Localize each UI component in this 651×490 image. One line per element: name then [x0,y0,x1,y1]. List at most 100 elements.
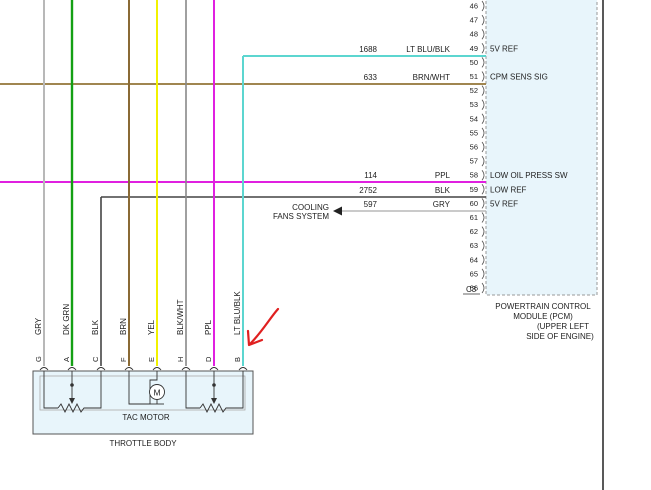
throttle-body-pin-letter: H [176,357,185,362]
pcm-pin-bracket [481,169,485,181]
throttle-body-pin-letter: A [62,357,71,362]
left-pot-junction [70,383,74,387]
throttle-body-pin-bracket [181,367,191,371]
pcm-pin-number: 53 [470,100,478,109]
pcm-pin-number: 49 [470,44,478,53]
circuit-number-51: 633 [364,73,378,82]
pcm-pin-number: 56 [470,143,478,152]
pcm-label-line-2: MODULE (PCM) [513,312,573,321]
circuit-number-49: 1688 [359,45,377,54]
pcm-pin-bracket [481,240,485,251]
pcm-pin-bracket [481,155,485,167]
right-pot-junction [212,383,216,387]
left-pot-wiper-arrow [69,398,75,404]
pcm-pin-bracket [481,113,485,125]
tac-motor-label: TAC MOTOR [122,413,169,422]
pcm-pin-number: 50 [470,58,478,67]
pcm-box [485,0,598,296]
cooling-fans-label-line-1: COOLING [292,203,329,212]
pcm-label-line-3: (UPPER LEFT [537,322,589,331]
right-pot-wiper-arrow [211,398,217,404]
tac-motor-inner-box [39,375,246,411]
pcm-pin-bracket [481,127,485,139]
pcm-pin-number: 52 [470,86,478,95]
left-pot-frame [43,371,102,409]
throttle-body-pin-bracket [152,367,162,371]
wire-color-49: LT BLU/BLK [406,45,450,54]
throttle-body-pin-letter: G [34,356,43,362]
pcm-pin-bracket [481,43,485,54]
pcm-pin-bracket [481,226,485,237]
throttle-body-label: THROTTLE BODY [109,439,177,448]
pcm-pin-bracket [481,71,485,82]
pcm-pin-bracket [481,57,485,68]
pcm-pin-number: 47 [470,16,478,25]
circuit-number-59: 2752 [359,186,377,195]
pcm-pin-number: 48 [470,30,478,39]
pcm-pin-number: 62 [470,227,478,236]
cooling-fans-label-line-2: FANS SYSTEM [273,212,329,221]
wire-color-51: BRN/WHT [413,73,450,82]
pcm-connector-id: C3 [466,285,477,294]
throttle-body-pin-letter: D [204,356,213,362]
pcm-pin-bracket [481,28,485,40]
wire-color-60: GRY [433,200,451,209]
pcm-pin-number: 63 [470,241,478,250]
pcm-pin-number: 55 [470,128,478,137]
throttle-body-wire-color: YEL [147,319,156,335]
throttle-body-pin-bracket [67,367,77,371]
throttle-body-pin-bracket [96,367,106,371]
pcm-pin-number: 59 [470,185,478,194]
throttle-body-wire-color: BRN [119,318,128,335]
throttle-body-pin-letter: C [91,356,100,362]
pcm-pin-signal: 5V REF [490,44,518,53]
annotation-arrow [246,307,280,347]
throttle-body-wire-color: LT BLU/BLK [233,291,242,335]
right-pot-resistor [199,402,228,414]
circuit-number-58: 114 [364,171,377,180]
throttle-body-wire-color: DK GRN [62,304,71,335]
throttle-body-pin-bracket [39,367,49,371]
pcm-pin-bracket [481,212,485,223]
throttle-body-pin-letter: F [119,357,128,362]
motor-symbol: M [153,388,160,398]
pcm-pin-signal: LOW REF [490,185,527,194]
cooling-fans-arrow [333,206,342,216]
right-pot-frame [185,371,244,409]
pcm-pin-bracket [481,268,485,280]
pcm-pin-number: 60 [470,199,478,208]
pcm-pin-bracket [481,198,485,209]
wire-color-58: PPL [435,171,451,180]
left-pot-resistor [57,402,86,414]
wire-color-59: BLK [435,186,451,195]
throttle-body-pin-letter: B [233,357,242,362]
pcm-pin-signal: 5V REF [490,199,518,208]
right-potentiometer [185,371,244,414]
annotation-arrow-head [246,329,264,347]
throttle-body-pin-bracket [238,367,248,371]
pcm-pin-number: 51 [470,72,478,81]
pcm-pin-signal: CPM SENS SIG [490,73,548,82]
pcm-pin-number: 61 [470,213,478,222]
pcm-pin-number: 64 [470,255,478,264]
pcm-pin-bracket [481,85,485,96]
pcm-pin-bracket [481,141,485,153]
circuit-number-60: 597 [364,200,378,209]
pcm-pin-signal: LOW OIL PRESS SW [490,171,568,180]
pcm-pin-number: 66 [470,284,478,293]
annotation-arrow-shaft [248,307,280,346]
throttle-body-pin-bracket [209,367,219,371]
pcm-label-line-1: POWERTRAIN CONTROL [495,302,591,311]
pcm-pin-number: 58 [470,171,478,180]
pcm-pin-bracket [481,184,485,195]
pcm-pin-number: 65 [470,269,478,278]
pcm-pin-bracket [481,0,485,12]
pcm-pin-bracket [481,254,485,266]
pcm-pin-bracket [481,99,485,110]
throttle-body-box [32,370,254,435]
throttle-body-pin-bracket [124,367,134,371]
